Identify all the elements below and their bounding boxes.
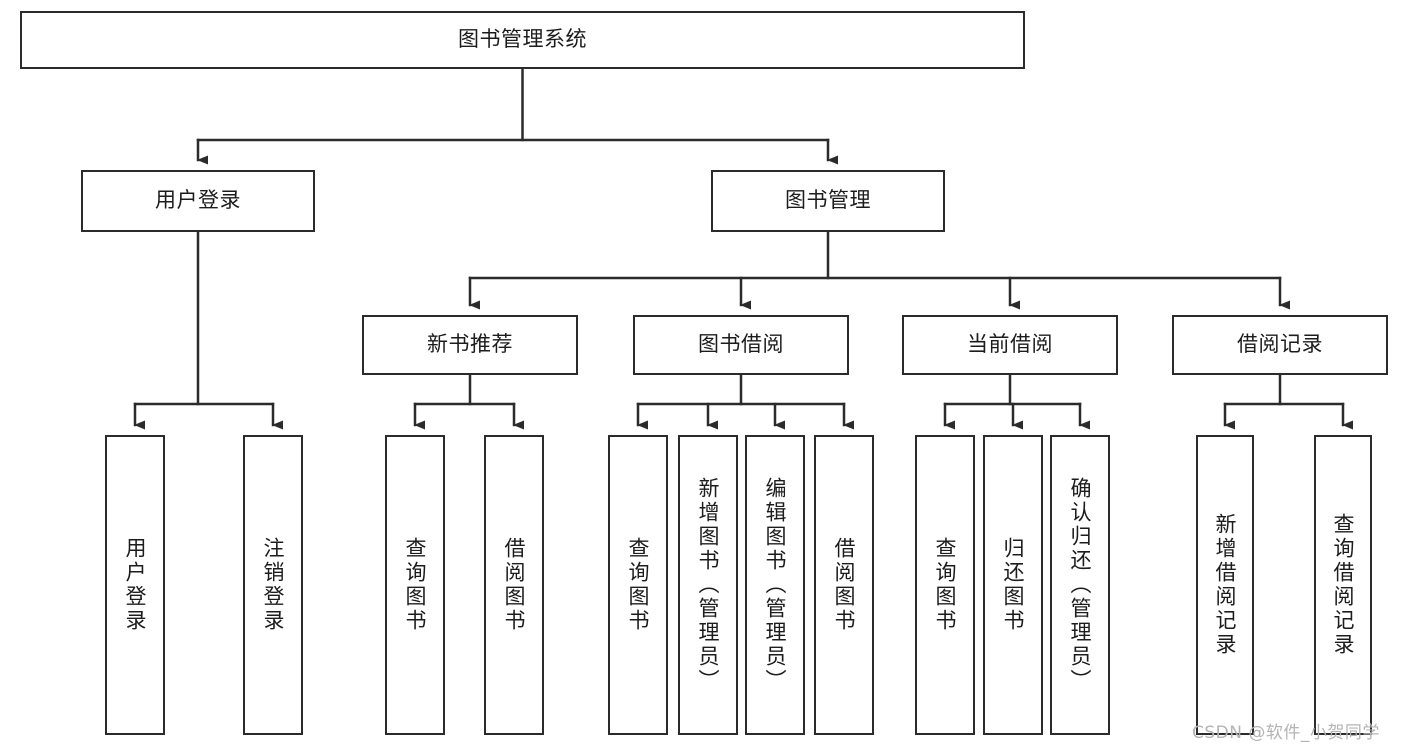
node-new-book-recommend[interactable]: 新书推荐 xyxy=(362,315,578,375)
node-label-leaf-edit-book: 编辑图书（管理员） xyxy=(763,477,788,693)
node-leaf-query-book-2[interactable]: 查询图书 xyxy=(608,435,668,735)
node-label-borrow-record: 借阅记录 xyxy=(1237,332,1323,357)
node-label-leaf-confirm-return: 确认归还（管理员） xyxy=(1068,477,1093,693)
node-label-new-book-recommend: 新书推荐 xyxy=(427,332,513,357)
node-leaf-logout[interactable]: 注销登录 xyxy=(243,435,303,735)
node-leaf-borrow-book-2[interactable]: 借阅图书 xyxy=(814,435,874,735)
node-label-leaf-logout: 注销登录 xyxy=(261,537,286,633)
node-leaf-return-book[interactable]: 归还图书 xyxy=(983,435,1043,735)
node-label-root: 图书管理系统 xyxy=(458,27,587,52)
node-borrow-record[interactable]: 借阅记录 xyxy=(1172,315,1388,375)
node-leaf-query-record[interactable]: 查询借阅记录 xyxy=(1314,435,1372,735)
node-leaf-add-book[interactable]: 新增图书（管理员） xyxy=(678,435,738,735)
node-label-user-login: 用户登录 xyxy=(155,188,241,213)
node-label-current-borrow: 当前借阅 xyxy=(967,332,1053,357)
node-label-leaf-borrow-book-1: 借阅图书 xyxy=(502,537,527,633)
node-label-leaf-query-book-3: 查询图书 xyxy=(933,537,958,633)
connector-lines xyxy=(133,67,1353,430)
node-leaf-query-book-1[interactable]: 查询图书 xyxy=(385,435,445,735)
node-label-leaf-query-book-1: 查询图书 xyxy=(403,537,428,633)
node-current-borrow[interactable]: 当前借阅 xyxy=(902,315,1118,375)
node-label-leaf-query-book-2: 查询图书 xyxy=(626,537,651,633)
node-leaf-edit-book[interactable]: 编辑图书（管理员） xyxy=(745,435,805,735)
node-book-manage[interactable]: 图书管理 xyxy=(711,170,945,232)
node-label-leaf-user-login: 用户登录 xyxy=(123,537,148,633)
node-leaf-user-login[interactable]: 用户登录 xyxy=(105,435,165,735)
node-leaf-confirm-return[interactable]: 确认归还（管理员） xyxy=(1050,435,1110,735)
node-leaf-borrow-book-1[interactable]: 借阅图书 xyxy=(484,435,544,735)
node-label-book-manage: 图书管理 xyxy=(785,188,871,213)
node-label-book-borrow: 图书借阅 xyxy=(698,332,784,357)
node-label-leaf-borrow-book-2: 借阅图书 xyxy=(832,537,857,633)
node-label-leaf-query-record: 查询借阅记录 xyxy=(1331,513,1356,657)
node-leaf-query-book-3[interactable]: 查询图书 xyxy=(915,435,975,735)
node-user-login[interactable]: 用户登录 xyxy=(81,170,315,232)
node-root[interactable]: 图书管理系统 xyxy=(20,11,1025,69)
csdn-watermark: CSDN @软件_小贺同学 xyxy=(1192,723,1380,743)
node-label-leaf-return-book: 归还图书 xyxy=(1001,537,1026,633)
node-label-leaf-add-book: 新增图书（管理员） xyxy=(696,477,721,693)
node-leaf-add-record[interactable]: 新增借阅记录 xyxy=(1196,435,1254,735)
node-book-borrow[interactable]: 图书借阅 xyxy=(633,315,849,375)
node-label-leaf-add-record: 新增借阅记录 xyxy=(1213,513,1238,657)
